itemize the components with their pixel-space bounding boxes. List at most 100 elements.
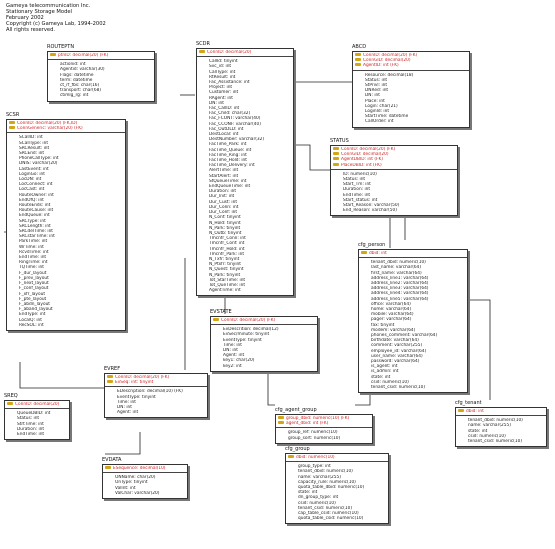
key-icon [333,147,339,150]
attribute: SRCstarTime: int [19,234,55,240]
attribute: Tmcnfr_Conn: int [209,236,246,242]
entity-routeptn[interactable]: ROUTEPTN ptnID: decimal(20) (FK) actioni… [47,44,155,102]
pk-field: dbid: int [466,409,484,414]
attribute: last_name: varchar(64) [371,265,422,271]
attribute: SRCdelTime: int [19,229,53,235]
entity-scdr[interactable]: SCDR ConnID: decimal(20) CallId: tinyint… [196,41,294,297]
attribute: Login: char(21) [365,103,398,109]
key-icon [7,402,13,405]
attribute: EndOfQ: int [19,197,44,203]
entity-cfg-tenant[interactable]: cfg_tenant dbid: int tenant_dbid: numeri… [455,400,547,448]
attribute: Svc_id: int [209,64,232,70]
entity-evref[interactable]: EVREF ConnID: decimal(20) (FK) EvSeq: in… [104,366,208,419]
primary-key-section: ConnID: decimal(20) [5,401,69,410]
entity-evdata[interactable]: EVDATA ESequence: decimal(10) ONName: ch… [102,457,188,500]
attribute: EndType: int [19,312,46,318]
attribute: Status: int [365,77,388,83]
attribute: Fac_CCONF: varchar(40) [209,121,261,127]
pk-field: ConnID: decimal(20) (FK) [341,147,396,152]
attribute: password: varchar(64) [371,359,420,365]
key-icon [361,251,367,254]
attribute: CallId: tinyint [209,59,238,65]
entity-name: cfg_tenant [455,400,482,406]
attribute-list: tenant_dbid: numeric(10)name: varchar(25… [456,416,546,446]
attribute: LoginId: int [365,109,390,115]
attribute: is_agent: int [371,364,398,370]
pk-field: ConnGeneric: varchar(20) (FK) [17,126,83,132]
pk-field: ConnID: decimal(20) (FK) [363,53,418,58]
attribute: home: varchar(64) [371,307,412,313]
attribute: LocDN: int [19,177,42,183]
attribute: pager: varchar(64) [371,317,412,323]
attribute: employee_id: varchar(64) [371,348,427,354]
attribute: Duration: int [17,426,45,432]
attribute: N_Outb: tinyint [209,230,242,236]
attribute: Dur_Conn: int [209,204,239,210]
attribute: state: int [298,490,318,496]
attribute: End_Reason: varchar(50) [343,208,397,214]
attribute: Time: int [223,342,242,348]
attribute: RtResult: int [209,74,236,80]
attribute: Start_Tm: int [343,182,371,188]
attribute: OnType: tinyint [115,480,148,486]
attribute: EndTime: int [17,432,45,438]
attribute: SRCType: int [19,218,46,224]
entity-scsr[interactable]: SCSR ConnID: decimal(20) (FK,ID) ConnGen… [6,112,126,331]
key-icon [288,455,294,458]
attribute: CallOrder: int [365,119,394,125]
entity-status[interactable]: STATUS ConnID: decimal(20) (FK) ConnGID:… [330,138,458,217]
attribute: PhoneCallType: int [19,156,59,162]
pk-field: ConnID: decimal(20) [207,50,252,55]
attribute: Status: int [343,177,366,183]
relationship-line [467,299,491,400]
entity-name: EVSTATE [210,309,232,315]
attribute: SRCLength: int [19,223,51,229]
attribute: DN: int [223,348,238,354]
attribute: ID: numeric(10) [343,171,377,177]
entity-cfg-person[interactable]: cfg_person dbid: int tenant_dbid: numeri… [358,242,468,394]
attribute: capacity_rule: numeric(10) [298,479,356,485]
attribute: Project: int [209,85,233,91]
attribute: cap_table_csid: numeric(10) [298,511,359,517]
attribute: F_dur_layout [19,270,47,276]
attribute: Fac_OutDLD: int [209,126,244,132]
attribute: address_line2: varchar(64) [371,281,429,287]
entity-cfg-agent-group[interactable]: cfg_agent_group group_dbid: numeric(10) … [275,407,373,444]
attribute: modem: varchar(64) [371,327,416,333]
attribute: RecSOL: int [19,322,44,328]
attribute: SCallType: int [19,140,49,146]
entity-cfg-group[interactable]: cfg_group dbid: numeric(10) group_type: … [285,446,389,525]
attribute: DestNumber: varchar(32) [209,137,265,143]
attribute: FacTime_Queue: int [209,147,252,153]
attribute: RAgent: int [209,95,233,101]
header-line: Gameya telecommunication Inc. [6,3,91,9]
attribute: ValInt: int [115,485,136,491]
entity-name: EVREF [104,366,121,372]
attribute: birthdate: varchar(64) [371,338,419,344]
key-icon [333,162,339,166]
pk-field: agent_dbid: int (FK) [286,421,329,427]
entity-abcd[interactable]: ABCD ConnID: decimal(20) (FK) ConnGID: d… [352,44,470,128]
relationship-line [105,432,141,455]
entity-name: cfg_agent_group [275,407,317,413]
attribute: N_Park: tinyint [209,225,241,231]
attribute: F_aband_layout [19,307,53,313]
attribute: Tmcnfr_Park: int [209,251,245,257]
attribute-list: EDescription: decimal(10) (FK)EventType:… [105,387,207,417]
entity-evstate[interactable]: EVSTATE ConnID: decimal(20) (FK) EvDescr… [210,309,318,372]
key-icon [50,53,56,56]
attribute: DN: int [365,93,380,99]
attribute: F_prev_layout [19,275,49,281]
attribute: DN: int [209,100,224,106]
attribute: SCallID: int [19,135,43,141]
attribute: SRCResult: int [19,145,50,151]
attribute: Customer: int [209,90,239,96]
attribute: ONName: char(20) [115,475,156,481]
pk-field: group_dbid: numeric(10) (FK) [286,416,350,421]
attribute: FacTime_Ring: int [209,152,247,158]
entity-name: cfg_person [358,242,386,248]
